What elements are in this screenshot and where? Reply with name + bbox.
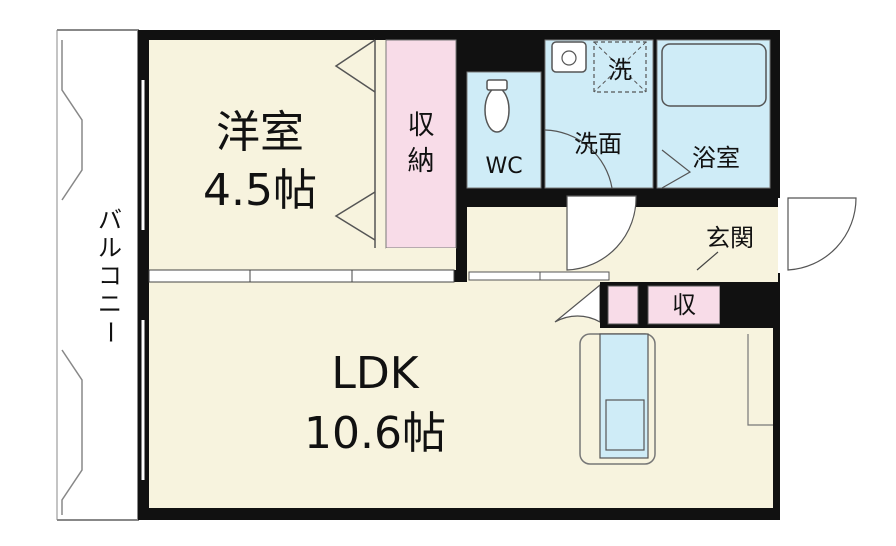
toilet-icon [484, 87, 510, 133]
closet-floor-strip [386, 248, 456, 270]
western-room-size: 4.5帖 [203, 165, 317, 216]
closet-door-upper [334, 39, 376, 93]
ldk-door-swing [554, 283, 601, 324]
western-room-floor [149, 40, 386, 270]
ldk-name: LDK [331, 348, 419, 399]
balcony-label-char-4: ニ [98, 290, 122, 318]
storage-closet [385, 39, 457, 249]
bathtub-icon [661, 43, 767, 107]
bathroom-label: 浴室 [692, 144, 740, 172]
entrance-label: 玄関 [706, 224, 754, 252]
entrance-door-swing [787, 197, 857, 271]
shoe-cabinet [607, 285, 639, 325]
interior-pillar [720, 282, 778, 328]
washroom-door-swing [544, 129, 613, 189]
closet-door-lower [334, 191, 376, 241]
western-room-name: 洋室 [216, 107, 304, 158]
refrigerator-space [747, 334, 773, 426]
washroom-label: 洗面 [574, 130, 622, 158]
entrance-door-frame [778, 198, 788, 273]
entrance-storage [647, 285, 721, 325]
entrance-storage-label: 収 [672, 291, 696, 319]
washbasin-icon [551, 41, 587, 73]
storage-closet-label-2: 納 [408, 146, 435, 177]
sink-icon [605, 399, 645, 451]
washer-space-label: 洗 [608, 56, 632, 84]
storage-closet-label-1: 収 [408, 110, 435, 141]
balcony-label-char-1: バ [98, 206, 122, 234]
balcony-label-char-5: ー [96, 320, 124, 344]
ldk-size: 10.6帖 [304, 408, 446, 459]
toilet-label: WC [485, 154, 522, 179]
ldk-sliding-door [468, 271, 610, 281]
entrance-floor [640, 207, 778, 272]
washroom-entry-door [566, 195, 637, 271]
balcony-label-char-2: ル [98, 234, 122, 262]
bathroom-door [661, 149, 692, 189]
partition-wall [148, 269, 455, 283]
balcony-label-char-3: コ [98, 262, 122, 290]
